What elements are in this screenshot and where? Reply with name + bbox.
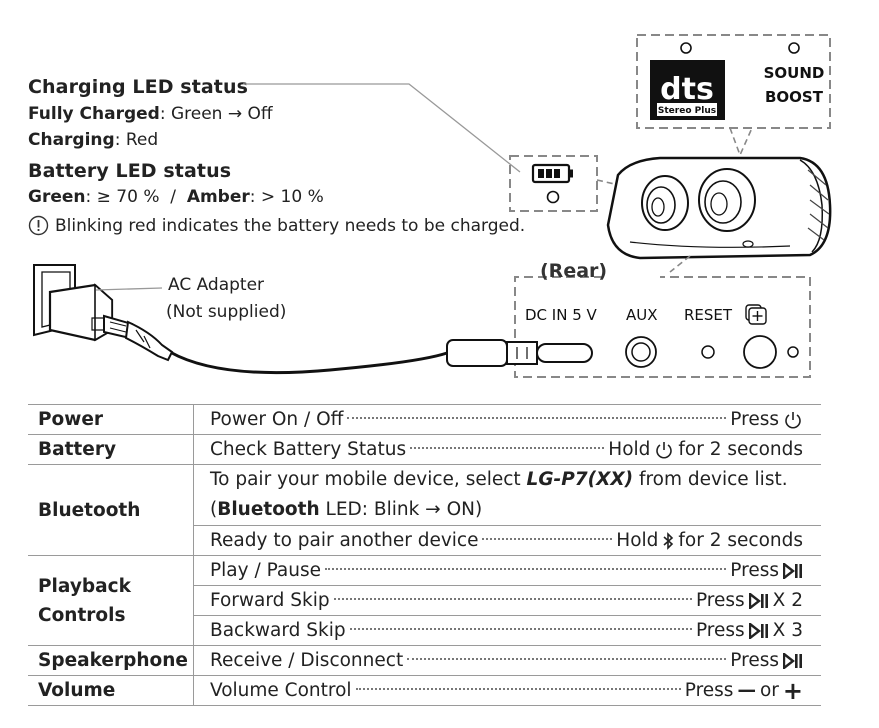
play-pause-icon [748, 592, 768, 609]
dc-in-label: DC IN 5 V [525, 306, 598, 324]
reset-pinhole [701, 345, 715, 359]
minus-icon: — [737, 680, 756, 701]
table-row-power: Power Power On / Off Press [28, 404, 821, 435]
ac-adapter-note: (Not supplied) [166, 302, 287, 322]
play-pause-icon [783, 562, 802, 579]
speaker-illustration [606, 156, 832, 273]
charging-label: Charging [28, 130, 115, 150]
controls-table: Power Power On / Off Press Battery Check… [28, 404, 821, 706]
battery-green-label: Green [28, 187, 86, 207]
bluetooth-led-line: (Bluetooth LED: Blink → ON) [210, 499, 483, 520]
volume-desc: Volume Control [210, 680, 352, 701]
playback-category: Playback Controls [28, 555, 194, 646]
adapter-leader-line [95, 287, 163, 291]
table-row-backward: Backward Skip Press X 3 [28, 615, 821, 646]
battery-action-post: for 2 seconds [678, 439, 803, 460]
aux-port [625, 336, 657, 368]
charging-full-line: Fully Charged: Green → Off [28, 104, 273, 124]
top-buttons-callout [636, 34, 831, 129]
sound-boost-label-2: BOOST [765, 88, 824, 106]
product-illustration: dts Stereo Plus SOUND BOOST (Rear) DC IN… [33, 34, 832, 378]
power-desc: Power On / Off [210, 409, 344, 430]
battery-note: Blinking red indicates the battery needs… [28, 215, 525, 236]
bluetooth-icon [663, 531, 674, 550]
play-pause-icon [748, 622, 768, 639]
table-row-bluetooth-pair: Bluetooth To pair your mobile device, se… [28, 464, 821, 556]
battery-levels-line: Green: ≥ 70 % / Amber: > 10 % [28, 187, 324, 207]
sound-boost-led [788, 42, 800, 54]
bluetooth-another-desc: Ready to pair another device [210, 530, 479, 551]
battery-green-value: : ≥ 70 % / [85, 187, 187, 207]
battery-amber-value: : > 10 % [249, 187, 324, 207]
power-icon [785, 411, 801, 428]
table-row-volume: Volume Volume Control Press — or + [28, 675, 821, 706]
power-icon [656, 441, 673, 458]
reset-label: RESET [684, 306, 733, 324]
table-row-forward: Forward Skip Press X 2 [28, 585, 821, 616]
table-row-battery: Battery Check Battery Status Hold for 2 … [28, 434, 821, 465]
battery-amber-label: Amber [186, 187, 250, 207]
dts-sub-text: Stereo Plus [658, 106, 716, 116]
usb-cable [169, 350, 448, 375]
power-category: Power [28, 404, 194, 435]
led-callout-box [509, 155, 598, 212]
volume-category: Volume [28, 675, 194, 706]
play-pause-icon [783, 652, 802, 669]
plus-icon: + [782, 676, 803, 705]
charging-full-value: : Green → Off [159, 104, 273, 124]
charging-led-title: Charging LED status [28, 76, 249, 98]
reset-icon [745, 304, 767, 325]
backward-desc: Backward Skip [210, 620, 346, 641]
charging-led [546, 190, 560, 204]
battery-category: Battery [28, 434, 194, 465]
rear-led [787, 346, 799, 358]
table-row-speakerphone: Speakerphone Receive / Disconnect Press [28, 645, 821, 676]
rear-title: (Rear) [540, 260, 607, 282]
power-action: Press [730, 409, 779, 430]
battery-desc: Check Battery Status [210, 439, 407, 460]
model-name: LG-P7(XX) [526, 469, 634, 490]
sound-boost-label-1: SOUND [764, 64, 825, 82]
ac-adapter-label: AC Adapter [168, 275, 265, 295]
charging-red-line: Charging: Red [28, 130, 158, 150]
aux-label: AUX [626, 306, 658, 324]
dts-led [680, 42, 692, 54]
power-button-port [743, 335, 777, 369]
charging-leader-line [243, 83, 521, 173]
speakerphone-desc: Receive / Disconnect [210, 650, 404, 671]
battery-led-title: Battery LED status [28, 160, 232, 182]
play-desc: Play / Pause [210, 560, 321, 581]
dts-logo-text: dts [660, 72, 714, 107]
battery-note-text: Blinking red indicates the battery needs… [55, 215, 526, 236]
battery-action-pre: Hold [608, 439, 651, 460]
warning-icon [28, 215, 49, 236]
usb-c-plug [446, 339, 593, 367]
charging-full-label: Fully Charged [28, 104, 160, 124]
ac-adapter-illustration [33, 264, 174, 362]
table-row-bluetooth-another: Ready to pair another device Hold for 2 … [28, 525, 821, 556]
forward-desc: Forward Skip [210, 590, 330, 611]
bluetooth-category: Bluetooth [28, 464, 194, 556]
speakerphone-category: Speakerphone [28, 645, 194, 676]
bluetooth-pair-line: To pair your mobile device, select LG-P7… [210, 469, 788, 490]
rear-panel-callout [514, 276, 811, 378]
table-row-play: Playback Controls Play / Pause Press [28, 555, 821, 646]
charging-value: : Red [114, 130, 159, 150]
battery-icon [531, 163, 573, 184]
